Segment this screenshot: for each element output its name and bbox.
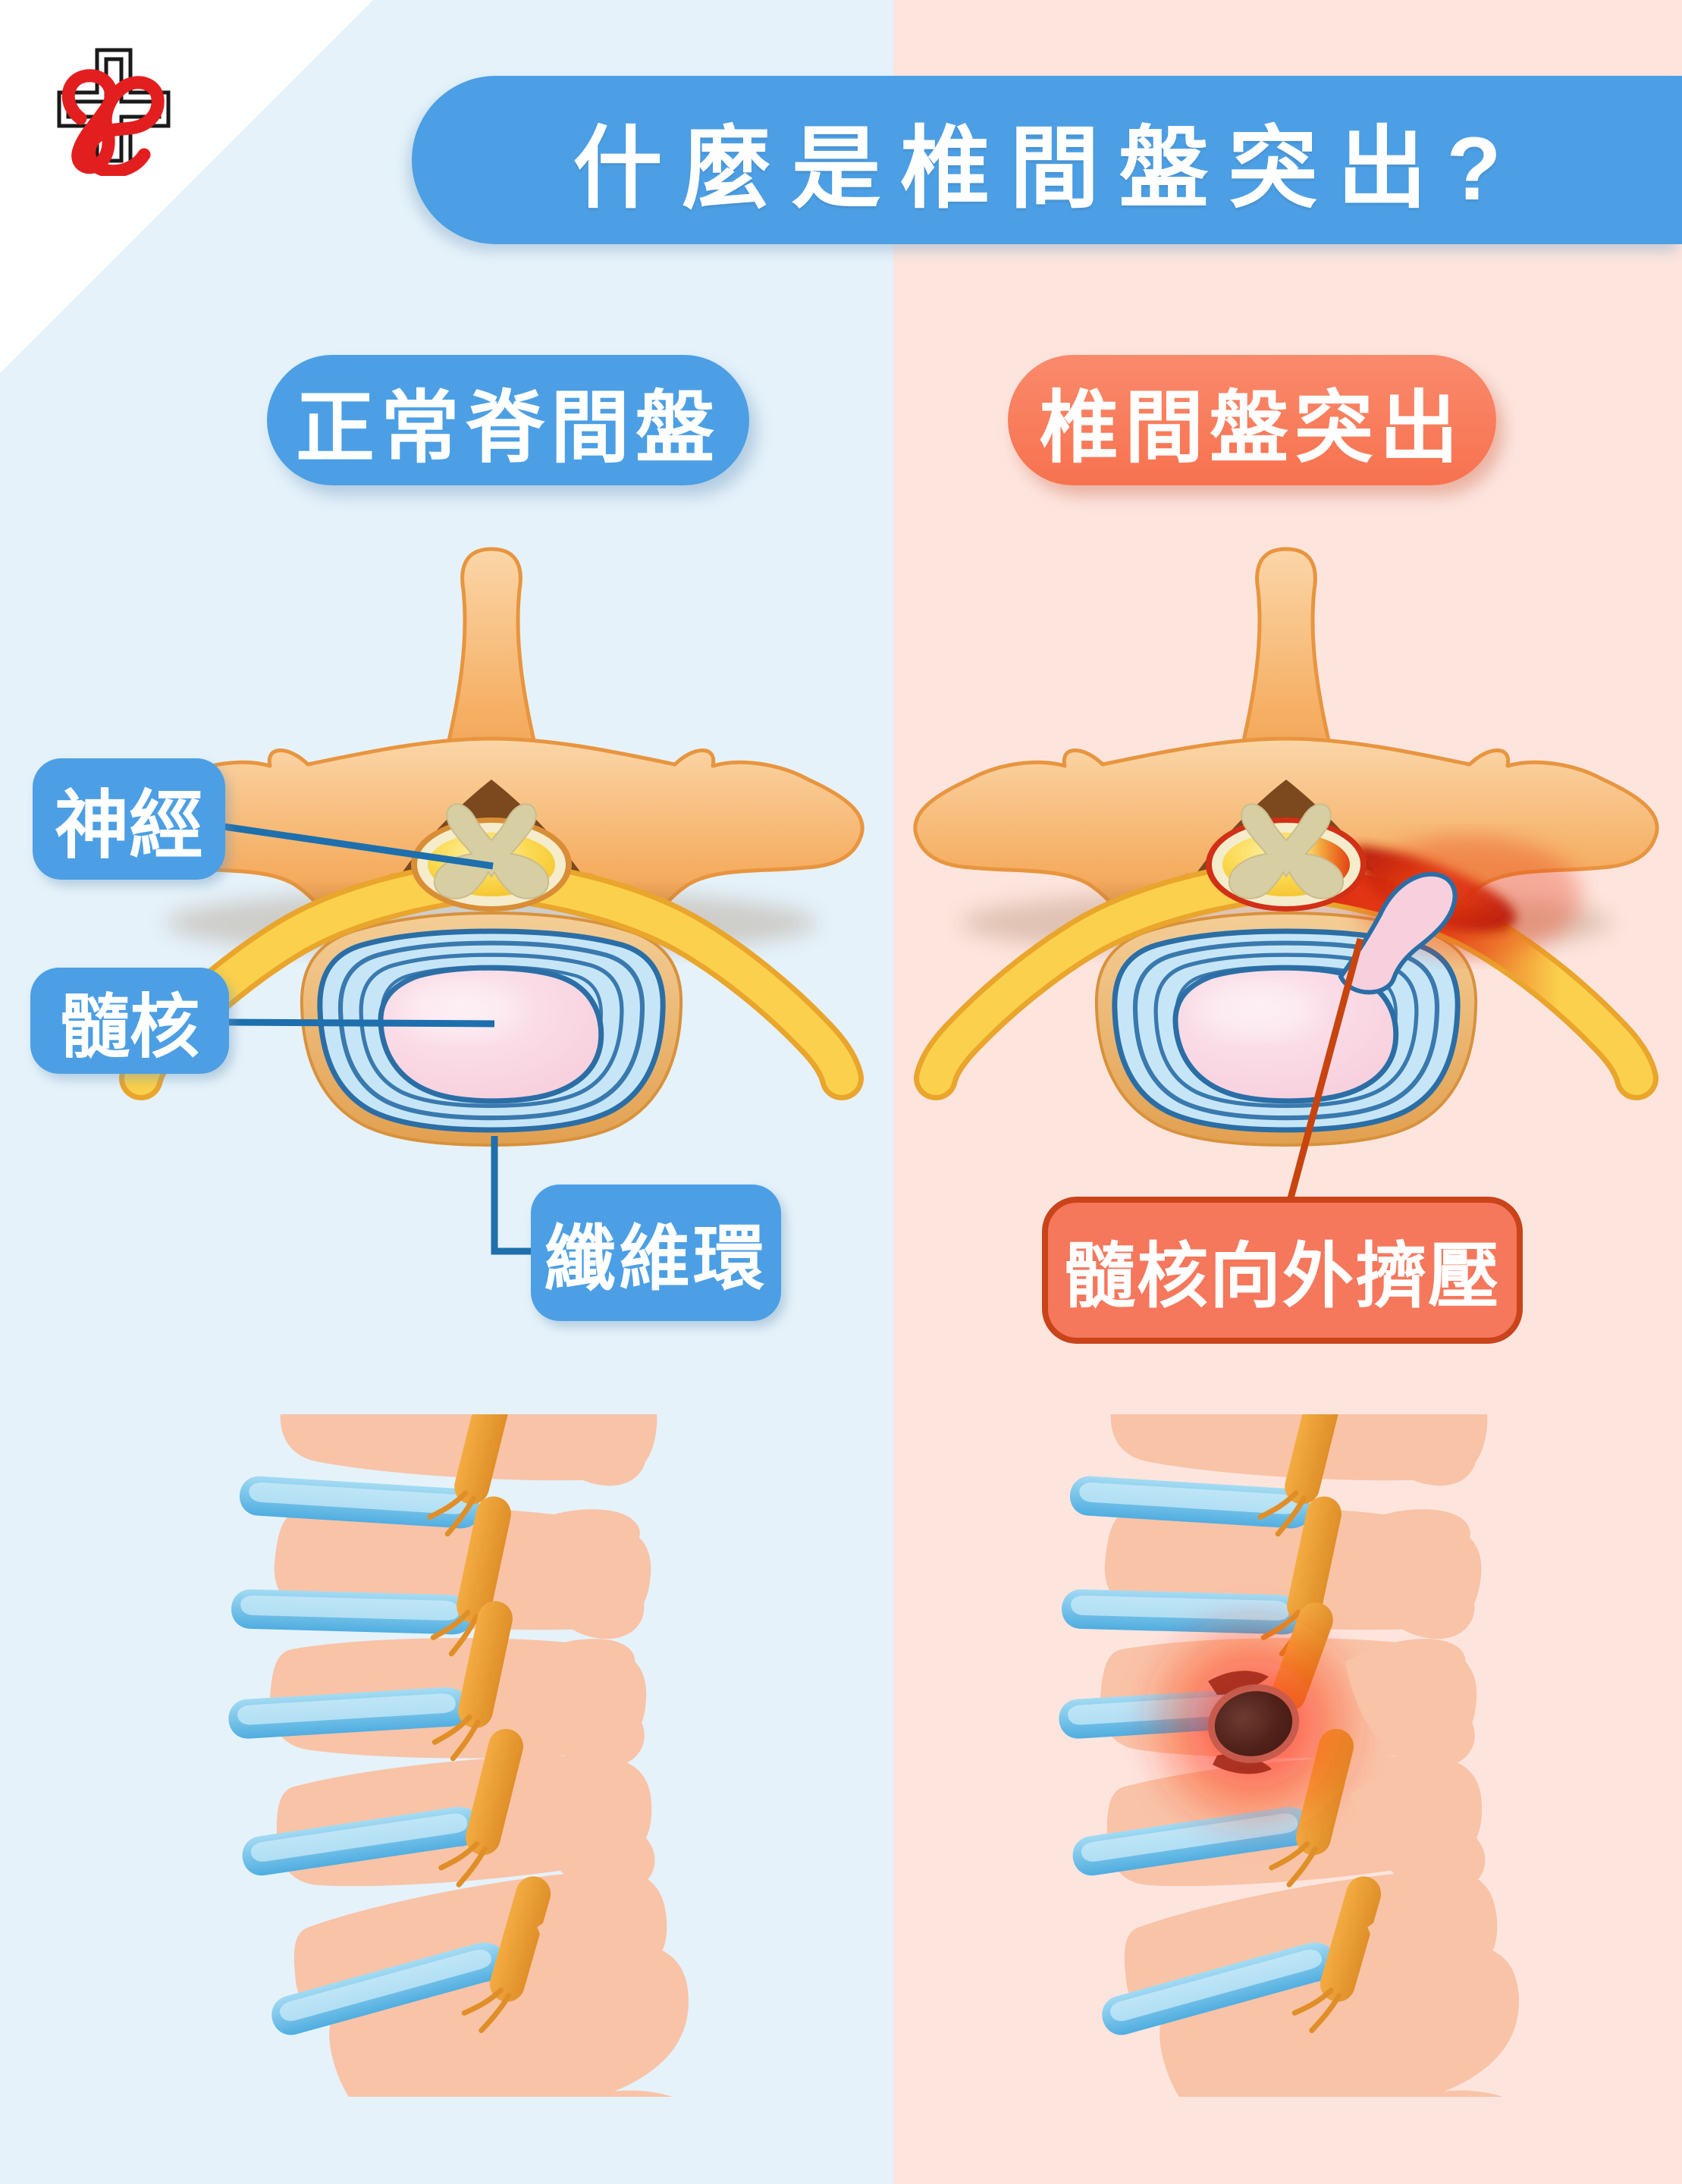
hospital-cross-logo: [53, 46, 174, 176]
posterior-processes: [1345, 1414, 1508, 2019]
spinal-cord: [1206, 803, 1367, 912]
nerve-label: 神經: [33, 758, 225, 880]
herniated-spine-side-view: [1059, 1414, 1558, 2097]
normal-disc-pill: 正常脊間盤: [267, 355, 749, 485]
squeeze-label: 髓核向外擠壓: [1042, 1197, 1523, 1344]
posterior-processes: [514, 1414, 678, 2019]
normal-vertebra-illustration: [118, 547, 865, 1147]
squeeze-label-text: 髓核向外擠壓: [1063, 1236, 1501, 1316]
normal-disc-pill-label: 正常脊間盤: [295, 384, 720, 472]
nucleus-bulge: [1338, 871, 1458, 995]
nerve-label-text: 神經: [54, 783, 203, 867]
annulus-label: 纖維環: [531, 1185, 781, 1321]
herniation: [1132, 1602, 1375, 1845]
herniated-vertebra-illustration: [913, 547, 1659, 1147]
spinal-nerve-segments: [427, 1414, 551, 2034]
herniation-bulge: [1207, 1684, 1300, 1763]
herniated-disc-pill-label: 椎間盤突出: [1039, 384, 1464, 472]
herniated-disc-pill: 椎間盤突出: [1008, 355, 1496, 485]
annulus-label-text: 纖維環: [544, 1219, 767, 1298]
discs: [228, 1476, 507, 2035]
logo-cross-icon: [57, 48, 171, 176]
nucleus-label: 髓核: [30, 968, 229, 1074]
nucleus-label-text: 髓核: [59, 988, 199, 1066]
page-title: 什麼是椎間盤突出?: [573, 118, 1521, 219]
title-banner: 什麼是椎間盤突出?: [412, 76, 1682, 244]
normal-spine-side-view: [228, 1414, 728, 2097]
gray-matter-butterfly: [1228, 803, 1345, 899]
